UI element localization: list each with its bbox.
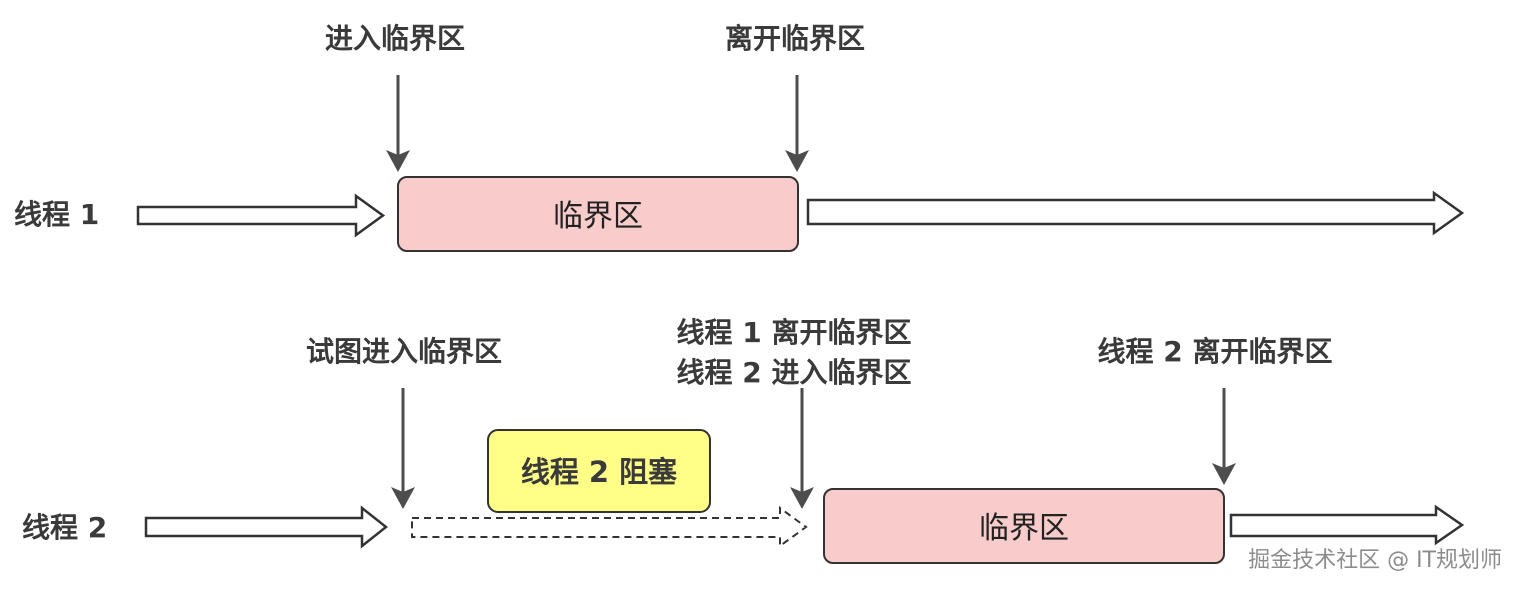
handoff-label-line2: 线程 2 进入临界区 [677, 356, 912, 389]
thread2-label: 线程 2 [22, 511, 107, 544]
thread1-critical-label: 临界区 [553, 199, 643, 234]
thread2-try-enter-label: 试图进入临界区 [306, 335, 502, 368]
handoff-label-line1: 线程 1 离开临界区 [677, 316, 912, 349]
thread1-run-arrow [136, 193, 386, 238]
thread1-label: 线程 1 [14, 198, 99, 231]
thread2-run-arrow [144, 505, 389, 549]
thread2-critical-section [823, 488, 1225, 564]
thread2-critical-label: 临界区 [979, 511, 1069, 546]
thread1-leave-pointer [785, 75, 809, 172]
thread2-try-enter-pointer [391, 388, 415, 509]
handoff-pointer [790, 388, 814, 509]
thread1-continue-arrow [806, 190, 1465, 236]
thread1-enter-pointer [386, 75, 410, 172]
watermark-text: 掘金技术社区 @ IT规划师 [1248, 548, 1502, 573]
thread2-leave-label: 线程 2 离开临界区 [1098, 335, 1333, 368]
thread1-critical-section [397, 176, 799, 252]
thread2-blocked-box [487, 429, 711, 513]
thread2-blocked-label: 线程 2 阻塞 [521, 455, 677, 489]
thread2-wait-arrow [411, 506, 808, 548]
thread1-enter-label: 进入临界区 [325, 22, 465, 55]
thread2-leave-pointer [1212, 388, 1236, 485]
thread2-continue-arrow [1229, 504, 1465, 546]
thread1-leave-label: 离开临界区 [725, 22, 865, 55]
